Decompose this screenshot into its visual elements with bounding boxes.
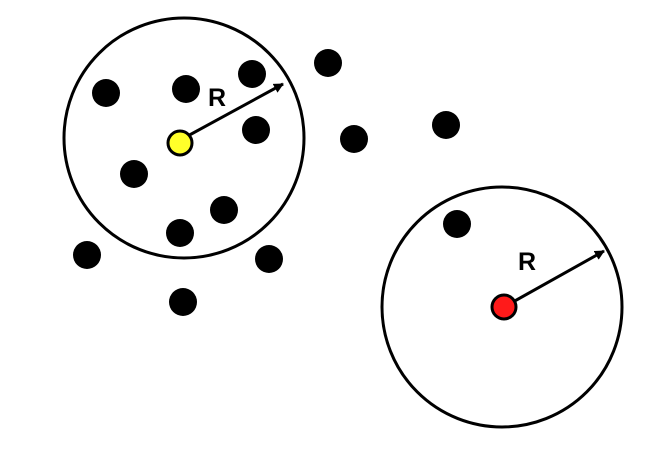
data-point bbox=[255, 245, 283, 273]
data-point bbox=[210, 196, 238, 224]
data-point bbox=[120, 160, 148, 188]
data-point bbox=[443, 210, 471, 238]
data-point bbox=[314, 49, 342, 77]
data-point bbox=[73, 241, 101, 269]
data-point bbox=[172, 75, 200, 103]
data-point bbox=[166, 219, 194, 247]
center-point-left bbox=[166, 129, 194, 157]
center-point-right bbox=[490, 293, 518, 321]
data-point bbox=[242, 116, 270, 144]
data-point bbox=[169, 288, 197, 316]
radius-arrow-right bbox=[503, 249, 605, 309]
data-point bbox=[92, 79, 120, 107]
radius-label-left: R bbox=[208, 84, 226, 112]
radius-label-right: R bbox=[518, 248, 536, 276]
neighborhood-circle-right bbox=[380, 185, 624, 429]
data-point bbox=[340, 125, 368, 153]
data-point bbox=[432, 111, 460, 139]
neighborhood-circle-left bbox=[62, 16, 306, 260]
radius-arrow-left bbox=[183, 82, 284, 140]
data-points bbox=[73, 49, 471, 316]
data-point bbox=[238, 60, 266, 88]
